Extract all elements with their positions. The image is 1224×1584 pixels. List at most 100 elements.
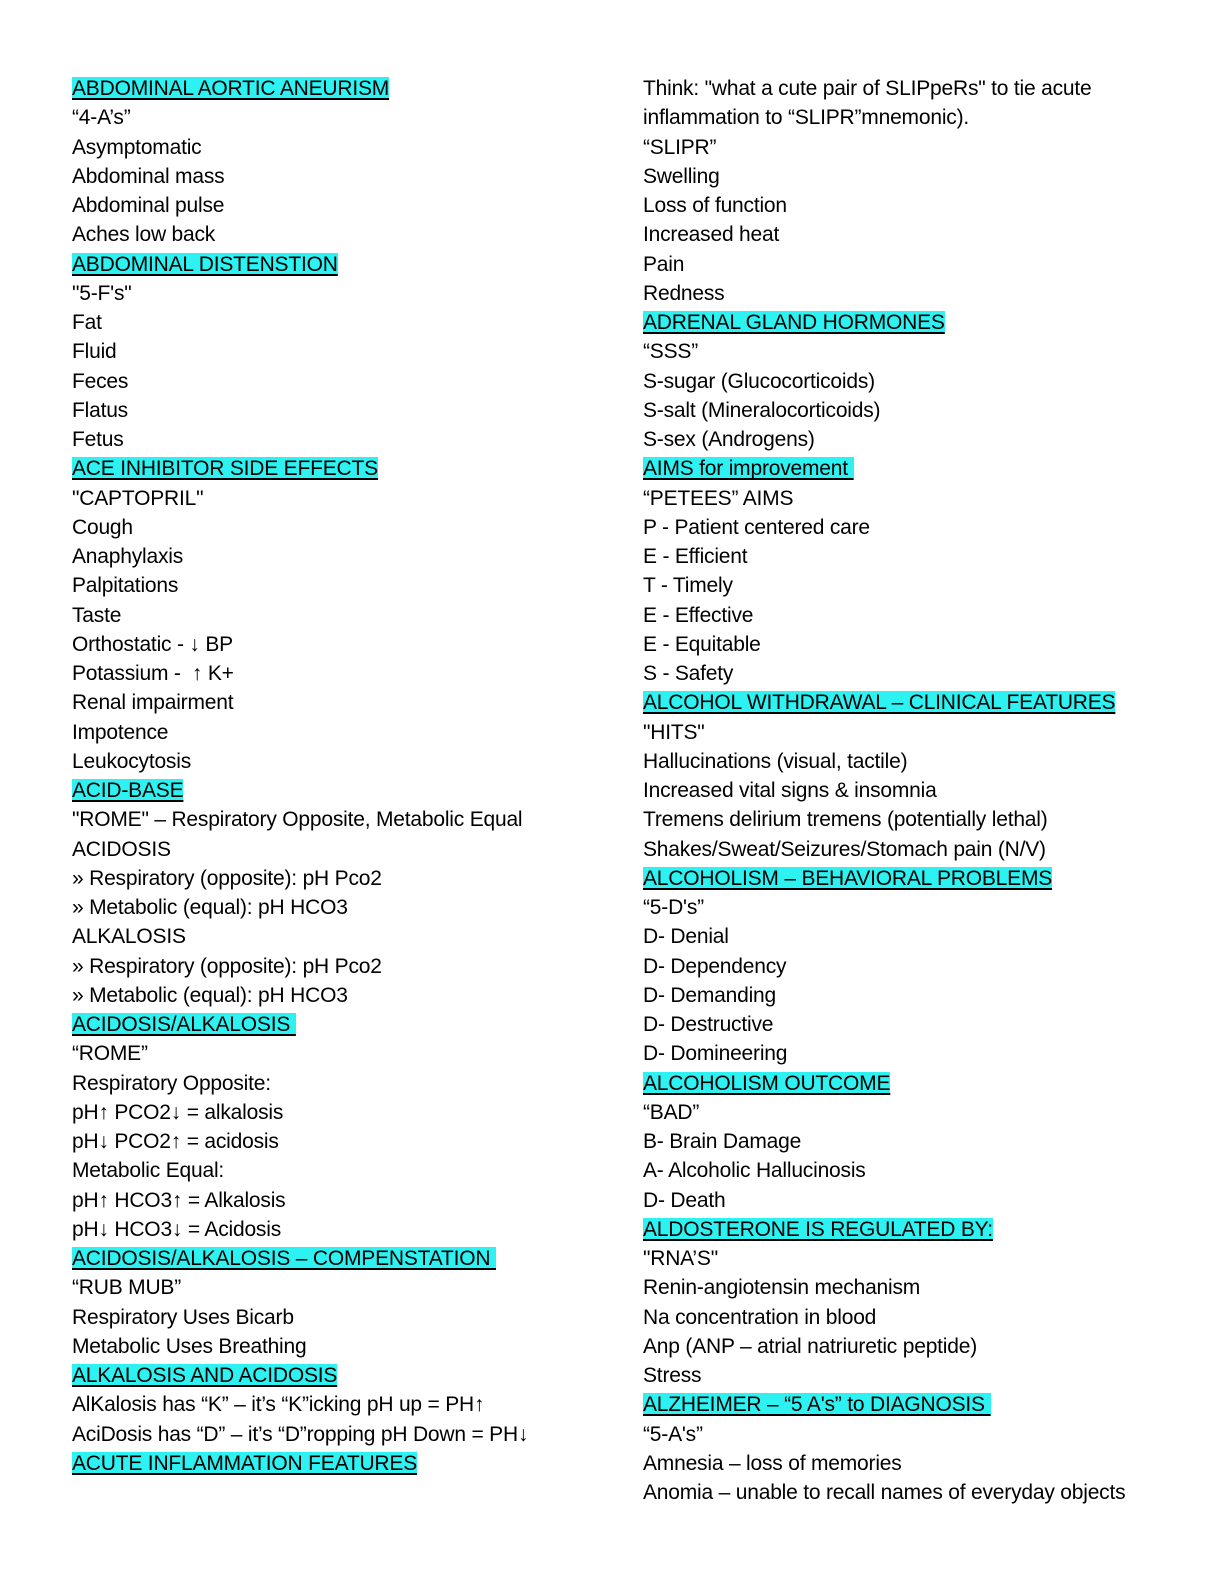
text-line: P - Patient centered care [643,513,1218,542]
section-header-text: ALKALOSIS AND ACIDOSIS [72,1364,338,1387]
text-line-text: » Respiratory (opposite): pH Pco2 [72,954,382,978]
section-header: AIMS for improvement [643,454,1218,483]
text-line-text: "ROME" – Respiratory Opposite, Metabolic… [72,808,523,832]
text-line-text: S - Safety [643,662,734,685]
text-line: AlKalosis has “K” – it’s “K”icking pH up… [72,1390,632,1419]
text-line: "CAPTOPRIL" [72,484,632,513]
text-line-text: Orthostatic - ↓ BP [72,632,233,656]
text-line: Increased heat [643,220,1218,249]
text-line-text: ACIDOSIS [72,837,171,861]
text-line: Increased vital signs & insomnia [643,776,1218,805]
text-line-text: P - Patient centered care [643,515,870,539]
text-line-text: » Metabolic (equal): pH HCO3 [72,983,348,1007]
section-header: ALDOSTERONE IS REGULATED BY: [643,1215,1218,1244]
text-line-text: D- Dependency [643,954,787,978]
section-header: ABDOMINAL DISTENSTION [72,250,632,279]
text-line: Shakes/Sweat/Seizures/Stomach pain (N/V) [643,835,1218,864]
text-line-text: “4-A’s” [72,106,131,130]
text-line: Metabolic Uses Breathing [72,1332,632,1361]
text-line-text: E - Efficient [643,545,748,568]
text-line-text: D- Demanding [643,983,776,1007]
text-line: “SSS” [643,337,1218,366]
text-line-text: Fluid [72,340,117,364]
text-line-text: Redness [643,281,725,305]
text-line-text: pH↑ HCO3↑ = Alkalosis [72,1188,286,1212]
text-line: Amnesia – loss of memories [643,1449,1218,1478]
text-line-text: E - Effective [643,603,754,627]
text-line-text: Amnesia – loss of memories [643,1451,902,1475]
text-line-text: D- Domineering [643,1042,788,1066]
text-line-text: Abdominal mass [72,164,225,188]
text-line: Anaphylaxis [72,542,632,571]
text-line-text: Stress [643,1364,702,1387]
text-line: ACIDOSIS [72,835,632,864]
text-line-text: Tremens delirium tremens (potentially le… [643,808,1048,832]
text-line-text: "CAPTOPRIL" [72,486,204,510]
section-header-text: ALCOHOLISM – BEHAVIORAL PROBLEMS [643,866,1053,890]
text-line-text: pH↓ HCO3↓ = Acidosis [72,1217,281,1241]
text-line: Loss of function [643,191,1218,220]
text-line-text: Anomia – unable to recall names of every… [643,1481,1126,1504]
text-line: “ROME” [72,1039,632,1068]
text-line: » Metabolic (equal): pH HCO3 [72,981,632,1010]
text-line: Na concentration in blood [643,1303,1218,1332]
text-line-text: Shakes/Sweat/Seizures/Stomach pain (N/V) [643,837,1046,861]
text-line-text: "5-F's" [72,281,132,305]
text-line: Palpitations [72,571,632,600]
text-line-text: S-sugar (Glucocorticoids) [643,369,875,393]
text-line-text: D- Death [643,1188,726,1212]
text-line-text: Fat [72,311,102,334]
text-line: "RNA’S" [643,1244,1218,1273]
text-line-text: Swelling [643,164,720,188]
text-line: “SLIPR” [643,133,1218,162]
section-header-text: ADRENAL GLAND HORMONES [643,311,945,334]
section-header-text: ABDOMINAL DISTENSTION [72,252,338,276]
text-line: Fat [72,308,632,337]
text-line-text: B- Brain Damage [643,1130,802,1153]
text-line: D- Death [643,1186,1218,1215]
text-line-text: Think: "what a cute pair of SLIPpeRs" to… [643,77,1092,100]
text-line: "ROME" – Respiratory Opposite, Metabolic… [72,805,632,834]
text-line: » Respiratory (opposite): pH Pco2 [72,864,632,893]
text-line: “PETEES” AIMS [643,484,1218,513]
text-line-text: “5-D's” [643,896,704,919]
text-line: inflammation to “SLIPR”mnemonic). [643,103,1218,132]
text-line: ALKALOSIS [72,922,632,951]
text-line-text: Abdominal pulse [72,194,225,217]
section-header-text: AIMS for improvement [643,457,854,481]
text-line: Potassium - ↑ K+ [72,659,632,688]
section-header: ACE INHIBITOR SIDE EFFECTS [72,454,632,483]
section-header-text: ALCOHOLISM OUTCOME [643,1071,891,1095]
text-line: » Respiratory (opposite): pH Pco2 [72,952,632,981]
text-line: E - Effective [643,601,1218,630]
section-header: ALKALOSIS AND ACIDOSIS [72,1361,632,1390]
section-header: ABDOMINAL AORTIC ANEURISM [72,74,632,103]
text-line-text: Renal impairment [72,691,234,715]
text-line: D- Domineering [643,1039,1218,1068]
text-line: Renin-angiotensin mechanism [643,1273,1218,1302]
text-line: Fetus [72,425,632,454]
text-line: pH↓ HCO3↓ = Acidosis [72,1215,632,1244]
section-header-text: ALCOHOL WITHDRAWAL – CLINICAL FEATURES [643,691,1116,715]
text-line-text: S-salt (Mineralocorticoids) [643,398,881,422]
section-header-text: ACUTE INFLAMMATION FEATURES [72,1451,418,1475]
text-line-text: “ROME” [72,1042,148,1066]
text-line: “BAD” [643,1098,1218,1127]
text-line: D- Denial [643,922,1218,951]
text-line: pH↑ PCO2↓ = alkalosis [72,1098,632,1127]
text-line-text: “5-A's” [643,1422,703,1446]
text-line: “4-A’s” [72,103,632,132]
text-line-text: Increased vital signs & insomnia [643,779,937,802]
text-line-text: “SLIPR” [643,135,717,159]
text-line-text: Loss of function [643,194,787,217]
text-line: A- Alcoholic Hallucinosis [643,1156,1218,1185]
text-line-text: Palpitations [72,574,179,598]
text-line-text: inflammation to “SLIPR”mnemonic). [643,106,970,130]
text-line-text: Potassium - ↑ K+ [72,662,234,685]
text-line: S-sex (Androgens) [643,425,1218,454]
section-header: ADRENAL GLAND HORMONES [643,308,1218,337]
text-line-text: Taste [72,603,122,627]
text-line: Abdominal mass [72,162,632,191]
section-header: ACIDOSIS/ALKALOSIS [72,1010,632,1039]
section-header-text: ALDOSTERONE IS REGULATED BY: [643,1217,993,1241]
